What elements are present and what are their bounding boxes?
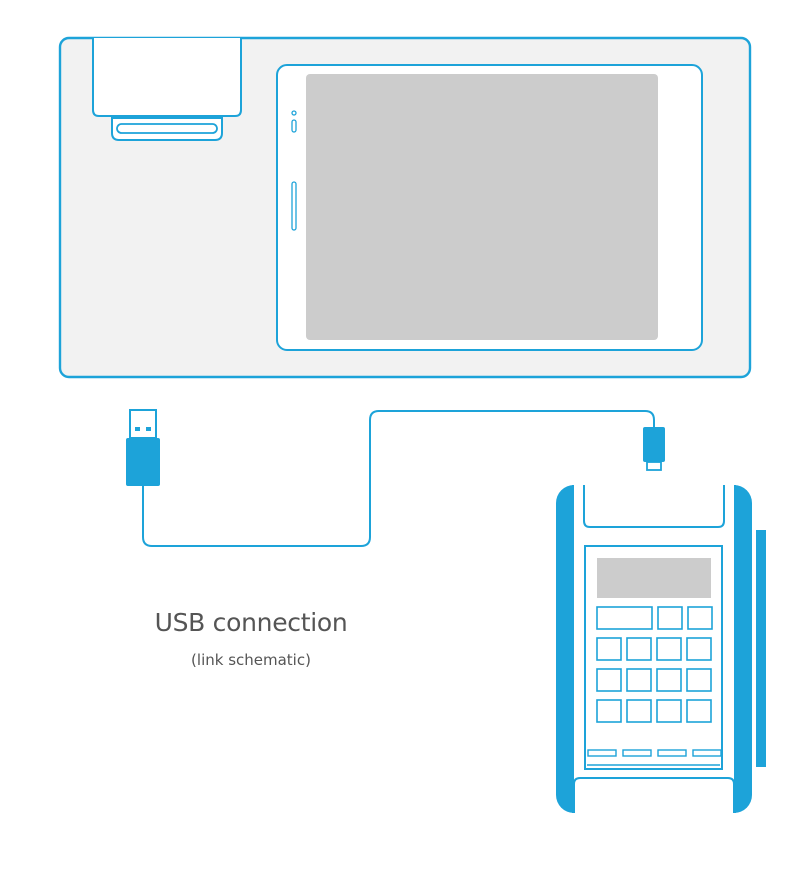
keypad-key: [596, 668, 622, 692]
keypad-key: [626, 668, 652, 692]
keypad-key: [596, 699, 622, 723]
keypad-key: [686, 699, 712, 723]
usb-a-connector: [129, 409, 157, 439]
keypad-keys: [587, 606, 722, 757]
caption-subtitle: (link schematic): [191, 651, 311, 669]
usb-a-body: [126, 438, 160, 486]
tablet-screen: [306, 74, 658, 340]
card-reader-top-slot: [583, 485, 725, 528]
printer-paper-slot: [116, 123, 218, 134]
usb-a-plug-icon: [126, 409, 160, 486]
keypad-key: [657, 606, 683, 630]
keypad-key: [686, 637, 712, 661]
tablet-side-button: [291, 181, 297, 231]
tablet-sensor: [291, 119, 297, 133]
printer-housing: [92, 38, 242, 117]
usb-a-pin-left: [135, 427, 140, 431]
tablet-camera: [291, 110, 297, 116]
keypad-function-key: [587, 749, 617, 757]
micro-usb-tip: [646, 461, 662, 471]
keypad-key: [656, 668, 682, 692]
keypad-key: [687, 606, 713, 630]
tablet-icon: [276, 64, 703, 351]
keypad-key-wide: [596, 606, 653, 630]
micro-usb-plug-icon: [643, 427, 665, 471]
micro-usb-body: [643, 427, 665, 462]
usb-cable: [142, 410, 655, 547]
usb-a-pin-right: [146, 427, 151, 431]
keypad-function-key: [622, 749, 652, 757]
caption-title: USB connection: [154, 608, 348, 637]
card-swipe-strip: [756, 530, 766, 767]
keypad-function-key: [692, 749, 722, 757]
receipt-printer-icon: [92, 38, 242, 141]
card-reader-display: [597, 558, 711, 598]
keypad-key: [626, 699, 652, 723]
keypad-key: [656, 699, 682, 723]
keypad-function-key: [657, 749, 687, 757]
card-reader-bottom-slot: [573, 777, 735, 813]
keypad-key: [626, 637, 652, 661]
card-reader-icon: [556, 485, 766, 813]
keypad-key: [656, 637, 682, 661]
keypad-key: [686, 668, 712, 692]
keypad-key: [596, 637, 622, 661]
